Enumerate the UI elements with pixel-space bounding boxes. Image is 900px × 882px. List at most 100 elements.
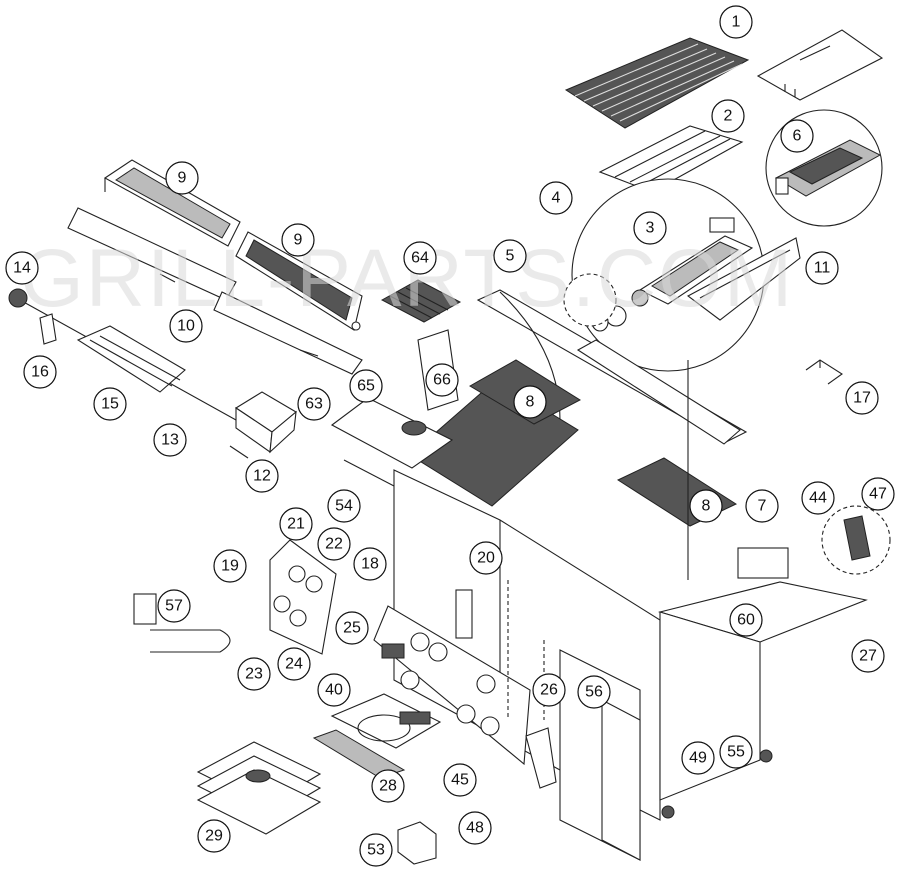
side-burner-panel [269, 539, 337, 655]
callout-circle [493, 239, 527, 273]
callout-18: 18 [353, 547, 387, 581]
callout-27: 27 [851, 639, 885, 673]
callout-label: 60 [737, 612, 755, 629]
callout-label: 14 [13, 260, 31, 277]
callout-14: 14 [5, 251, 39, 285]
callout-circle [353, 547, 387, 581]
callout-label: 40 [325, 682, 343, 699]
callout-label: 24 [285, 656, 303, 673]
callout-48: 48 [458, 811, 492, 845]
callout-circle [281, 223, 315, 257]
callout-60: 60 [729, 603, 763, 637]
callout-3: 3 [633, 211, 667, 245]
side-shelf-right [657, 547, 868, 819]
callout-label: 63 [305, 396, 323, 413]
callout-circle [443, 763, 477, 797]
grill-cart [393, 469, 661, 861]
callout-4: 4 [539, 181, 573, 215]
callout-label: 4 [552, 190, 561, 207]
callout-49: 49 [681, 741, 715, 775]
callout-circle [153, 423, 187, 457]
callout-label: 53 [367, 842, 385, 859]
callout-23: 23 [237, 657, 271, 691]
callout-5: 5 [493, 239, 527, 273]
callout-circle [297, 387, 331, 421]
callout-circle [801, 481, 835, 515]
callout-label: 27 [859, 648, 877, 665]
cooking-grid [564, 37, 750, 129]
callout-circle [711, 99, 745, 133]
callout-label: 6 [793, 128, 802, 145]
callout-label: 8 [702, 498, 711, 515]
callout-circle [23, 355, 57, 389]
callout-7: 7 [745, 489, 779, 523]
rotisserie-assembly [8, 288, 297, 459]
callout-label: 11 [814, 260, 831, 277]
callout-label: 1 [732, 14, 741, 31]
callout-label: 45 [451, 772, 469, 789]
callout-circle [539, 181, 573, 215]
callout-label: 7 [758, 498, 767, 515]
callout-20: 20 [469, 541, 503, 575]
callout-label: 28 [379, 778, 397, 795]
callout-9: 9 [281, 223, 315, 257]
part-drawings [8, 29, 891, 865]
grease-trays-stack [196, 741, 322, 835]
callout-circle [780, 119, 814, 153]
callout-55: 55 [719, 735, 753, 769]
callout-circle [327, 489, 361, 523]
callout-26: 26 [532, 673, 566, 707]
callout-circle [349, 369, 383, 403]
drip-tray-cover [756, 29, 884, 101]
callout-label: 5 [506, 248, 515, 265]
callout-circle [745, 489, 779, 523]
callout-21: 21 [279, 507, 313, 541]
callout-label: 10 [177, 318, 195, 335]
callout-circle [169, 309, 203, 343]
callout-circle [157, 589, 191, 623]
callout-45: 45 [443, 763, 477, 797]
callout-label: 57 [165, 598, 183, 615]
callout-53: 53 [359, 833, 393, 867]
warming-rack-small [380, 279, 462, 323]
callout-circle [165, 161, 199, 195]
callout-label: 65 [357, 378, 375, 395]
callout-circle [469, 541, 503, 575]
callout-circle [689, 489, 723, 523]
leader-dashed [507, 360, 689, 720]
callout-circle [729, 603, 763, 637]
remote-control [821, 505, 891, 575]
callout-10: 10 [169, 309, 203, 343]
mounting-bracket [805, 359, 843, 385]
drip-tray [312, 693, 442, 779]
door-handle-bracket [525, 727, 557, 789]
callout-circle [633, 211, 667, 245]
callout-8: 8 [513, 385, 547, 419]
callout-circle [371, 769, 405, 803]
callout-16: 16 [23, 355, 57, 389]
callout-label: 15 [101, 396, 119, 413]
callout-circle [197, 819, 231, 853]
callout-label: 12 [253, 468, 271, 485]
callout-label: 13 [161, 432, 179, 449]
heat-shield [686, 237, 801, 321]
callout-circle [277, 647, 311, 681]
callout-circle [681, 741, 715, 775]
callout-65: 65 [349, 369, 383, 403]
callout-label: 25 [343, 620, 361, 637]
regulator-hose [133, 593, 231, 653]
callout-circle [93, 387, 127, 421]
callout-label: 23 [245, 666, 263, 683]
callout-label: 66 [433, 372, 451, 389]
callout-label: 21 [287, 516, 305, 533]
ignition-module [397, 821, 437, 865]
callout-label: 49 [689, 750, 707, 767]
callout-circle [532, 673, 566, 707]
callout-25: 25 [335, 611, 369, 645]
callout-24: 24 [277, 647, 311, 681]
callout-circle [245, 459, 279, 493]
callout-label: 54 [335, 498, 353, 515]
callout-circle [5, 251, 39, 285]
